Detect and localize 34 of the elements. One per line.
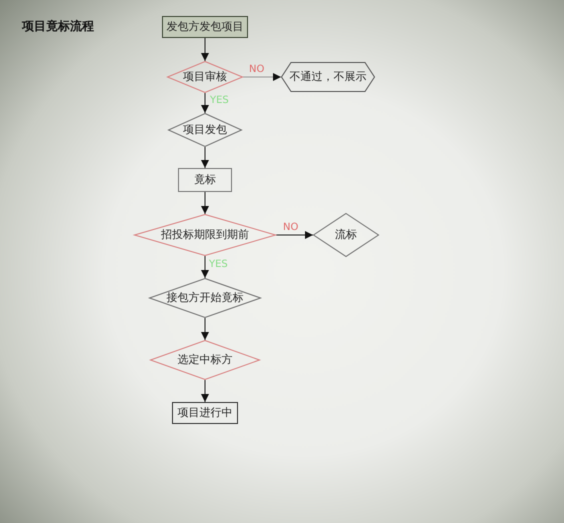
arrow — [201, 146, 209, 168]
node-label: 招投标期限到期前 — [161, 228, 249, 242]
process-box — [178, 168, 232, 192]
arrow — [201, 92, 209, 114]
node-label: 项目审核 — [183, 70, 227, 84]
decision-diamond — [134, 214, 276, 256]
hexagon-box — [281, 62, 375, 92]
decision-diamond — [168, 113, 242, 147]
node-label: 不通过，不展示 — [290, 70, 366, 84]
edge-label: NO — [249, 64, 264, 75]
node-label: 项目发包 — [183, 123, 227, 137]
node-label: 选定中标方 — [178, 353, 232, 367]
arrow — [201, 38, 209, 62]
edge-label: YES — [209, 259, 228, 270]
decision-diamond — [167, 61, 243, 93]
node-label: 竟标 — [194, 173, 216, 187]
diagram-title: 项目竟标流程 — [22, 19, 94, 35]
node-label: 流标 — [335, 228, 357, 242]
arrow — [201, 192, 209, 214]
edge-label: NO — [283, 222, 298, 233]
node-label: 接包方开始竟标 — [166, 291, 244, 305]
edge-label: YES — [210, 95, 229, 106]
decision-diamond — [313, 213, 379, 257]
arrow — [201, 256, 209, 278]
arrow — [242, 73, 282, 81]
process-box — [172, 402, 238, 424]
decision-diamond — [149, 278, 261, 318]
process-box — [162, 16, 248, 38]
node-label: 项目进行中 — [178, 406, 232, 420]
decision-diamond — [150, 340, 260, 380]
node-label: 发包方发包项目 — [166, 20, 244, 34]
arrow — [201, 380, 209, 402]
arrow — [201, 318, 209, 340]
arrow — [276, 231, 314, 239]
